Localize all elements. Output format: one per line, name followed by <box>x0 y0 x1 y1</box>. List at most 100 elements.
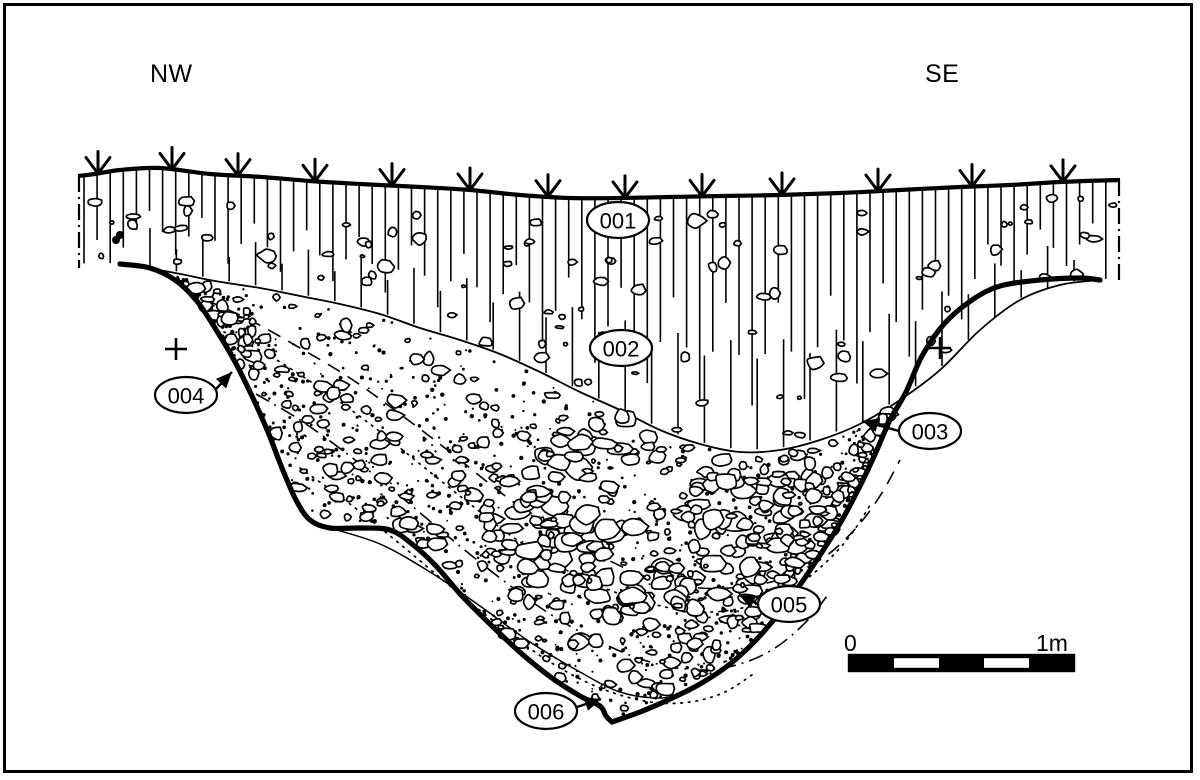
stone-inclusion <box>755 292 772 301</box>
stipple-dot <box>319 415 323 419</box>
stipple-dot <box>483 413 488 418</box>
stone-inclusion <box>702 508 725 531</box>
stone-inclusion <box>455 525 465 532</box>
stone-inclusion <box>630 371 641 376</box>
stone-inclusion <box>1000 220 1009 228</box>
stipple-dot <box>684 541 689 545</box>
stone-inclusion <box>688 485 705 498</box>
context-label-006[interactable]: 006 <box>513 691 579 731</box>
stipple-dot <box>635 691 640 697</box>
stone-inclusion <box>653 508 667 521</box>
stone-inclusion <box>740 581 746 589</box>
stipple-dot <box>596 466 600 470</box>
stone-inclusion <box>915 275 924 281</box>
stipple-dot <box>473 460 478 465</box>
stipple-dot <box>309 423 313 427</box>
context-leader-arrowhead <box>862 418 880 432</box>
stipple-dot <box>531 390 536 395</box>
stone-inclusion <box>478 336 493 347</box>
stipple-dot <box>612 653 617 658</box>
stipple-dot <box>367 480 372 485</box>
stone-inclusion <box>619 569 645 587</box>
stipple-dot <box>340 447 345 452</box>
context-leader-arrowhead <box>739 595 757 609</box>
stipple-dot <box>597 461 601 465</box>
stipple-dot <box>298 326 302 330</box>
stipple-dot <box>536 438 540 442</box>
stone-inclusion <box>797 501 803 506</box>
stipple-dot <box>356 495 361 500</box>
stipple-dot <box>267 380 270 383</box>
stone-inclusion <box>796 395 803 401</box>
context-label-004[interactable]: 004 <box>153 375 219 415</box>
stone-inclusion <box>326 386 341 401</box>
stone-inclusion <box>594 410 605 418</box>
stipple-dot <box>726 534 729 537</box>
stipple-dot <box>321 374 324 378</box>
stone-inclusion <box>620 453 641 466</box>
stone-inclusion <box>496 564 505 573</box>
stone-inclusion <box>808 505 828 515</box>
stone-inclusion <box>558 414 570 422</box>
stipple-dot <box>288 434 292 438</box>
turf-grass-marker <box>864 167 892 193</box>
stone-inclusion <box>856 227 871 236</box>
context-label-text: 004 <box>168 384 205 409</box>
stipple-dot <box>869 451 873 456</box>
stone-inclusion <box>784 556 807 569</box>
stipple-dot <box>252 303 255 307</box>
stone-inclusion <box>316 418 331 429</box>
stone-inclusion <box>386 393 408 409</box>
context-label-003[interactable]: 003 <box>897 411 963 451</box>
stone-inclusion <box>200 233 214 242</box>
orientation-label-nw: NW <box>150 60 193 88</box>
context-label-002[interactable]: 002 <box>588 328 654 368</box>
stone-inclusion <box>172 258 183 266</box>
stone-inclusion <box>856 441 866 449</box>
stone-inclusion <box>125 213 142 220</box>
context-label-005[interactable]: 005 <box>756 584 822 624</box>
stipple-dot <box>558 630 563 635</box>
datum-cross-marks <box>165 337 951 360</box>
stipple-dot <box>526 445 529 448</box>
stipple-dot <box>509 565 513 569</box>
stone-inclusion <box>398 515 420 531</box>
stipple-dot <box>845 498 850 503</box>
stone-inclusion <box>659 467 670 476</box>
stipple-dot <box>475 551 480 556</box>
context-label-001[interactable]: 001 <box>585 200 651 240</box>
stipple-dot <box>401 449 406 454</box>
stone-inclusion <box>686 212 709 230</box>
stipple-dot <box>288 416 292 419</box>
stone-inclusion <box>454 559 464 568</box>
stipple-dot <box>359 375 364 380</box>
stone-inclusion <box>561 573 576 588</box>
stipple-dot <box>382 318 386 322</box>
stipple-dot <box>288 463 292 468</box>
stipple-dot <box>465 349 468 352</box>
stone-inclusion <box>288 441 303 453</box>
stone-inclusion <box>707 261 718 273</box>
stipple-dot <box>221 295 226 300</box>
stipple-dot <box>514 428 517 431</box>
context-label-ellipse <box>585 200 651 240</box>
stone-inclusion <box>547 471 567 483</box>
stipple-dot <box>271 421 275 425</box>
stone-inclusion <box>1079 231 1091 240</box>
stipple-dot <box>629 632 634 637</box>
stone-inclusion <box>499 475 521 488</box>
stone-inclusion <box>989 244 1004 256</box>
stone-inclusion <box>852 467 860 473</box>
stone-inclusion <box>537 339 547 349</box>
stipple-dot <box>666 626 671 631</box>
stone-inclusion <box>342 436 357 444</box>
stipple-dot <box>683 682 688 687</box>
stipple-dot <box>296 437 301 442</box>
stone-inclusion <box>558 313 567 321</box>
stipple-dot <box>497 506 500 509</box>
stone-inclusion <box>301 414 316 424</box>
stipple-dot <box>460 582 464 586</box>
stipple-dot <box>453 536 457 540</box>
stipple-dot <box>622 484 627 489</box>
stone-inclusion <box>734 614 745 621</box>
